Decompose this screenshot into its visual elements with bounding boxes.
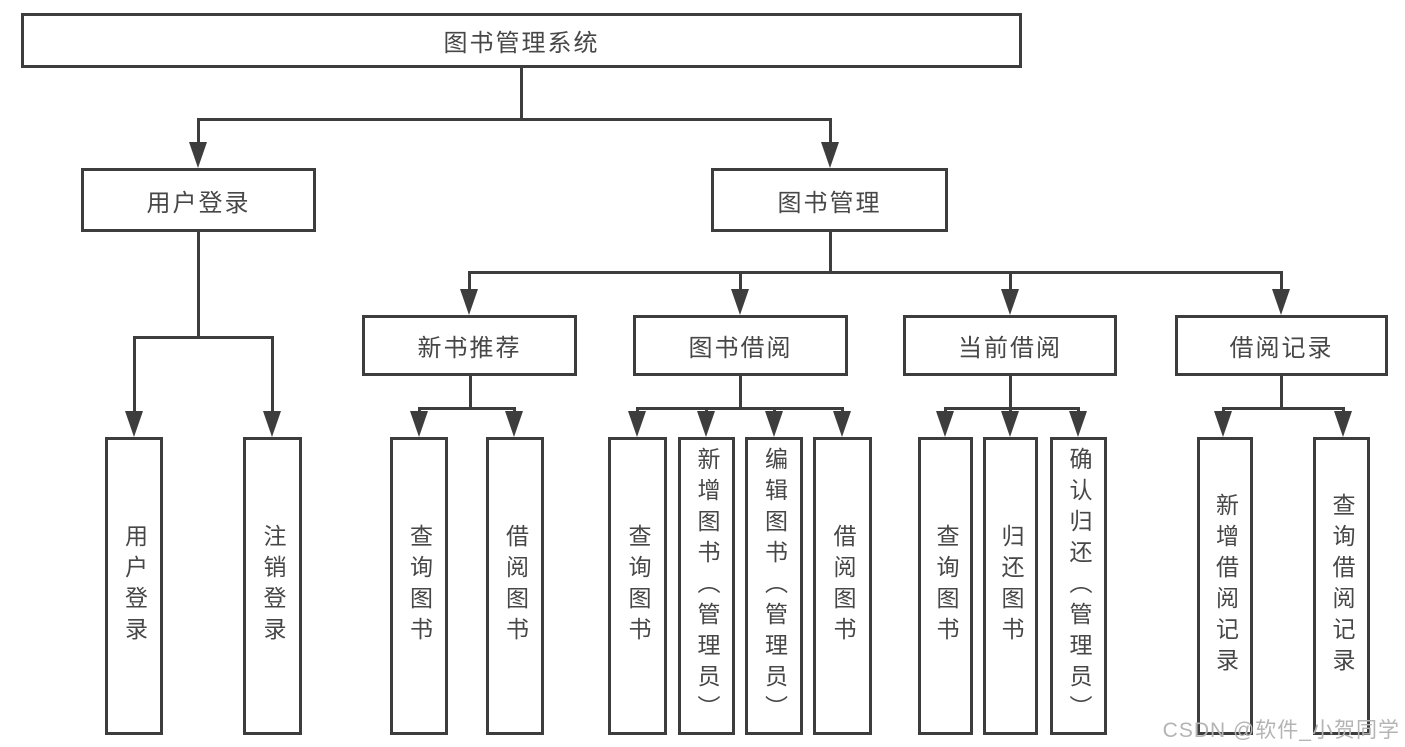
arrow-head-icon (1334, 411, 1352, 437)
arrow-head-icon (936, 411, 954, 437)
node-label: 确认归还（管理员） (1066, 446, 1092, 726)
node-label: 新书推荐 (417, 335, 522, 362)
connector-bar (635, 407, 844, 410)
connector-stem (519, 68, 523, 121)
node-label: 归还图书 (998, 524, 1024, 648)
arrow-head-icon (697, 411, 715, 437)
node-label: 用户登录 (146, 189, 251, 217)
node-label: 查询图书 (625, 524, 651, 648)
connector-bar (196, 118, 832, 121)
arrow-head-icon (189, 142, 207, 168)
arrow-head-icon (460, 289, 478, 315)
node-label: 新增借阅记录 (1212, 493, 1239, 679)
node-book-management-module: 图书管理 (711, 168, 948, 232)
arrow-head-icon (628, 411, 646, 437)
node-leaf-query-books-recommend: 查询图书 (390, 437, 448, 735)
arrow-head-icon (821, 142, 839, 168)
connector-stem (828, 232, 832, 274)
node-label: 图书管理系统 (443, 30, 600, 57)
node-label: 新增图书（管理员） (694, 446, 720, 726)
connector-bar (467, 271, 1283, 274)
node-label: 编辑图书（管理员） (761, 446, 788, 726)
connector-bar (417, 407, 516, 410)
node-current-borrowing: 当前借阅 (903, 315, 1117, 376)
node-label: 图书管理 (777, 189, 882, 217)
connector-bar (1221, 407, 1345, 410)
connector-stem (196, 232, 200, 339)
node-label: 借阅记录 (1229, 335, 1334, 362)
arrow-head-icon (505, 411, 523, 437)
node-label: 查询图书 (406, 524, 433, 648)
node-label: 借阅图书 (502, 524, 529, 648)
node-label: 图书借阅 (688, 335, 793, 362)
node-label: 查询借阅记录 (1329, 493, 1355, 679)
node-label: 查询图书 (933, 524, 959, 648)
arrow-head-icon (765, 411, 783, 437)
node-system-root: 图书管理系统 (21, 13, 1022, 68)
connector-arrow-shaft (132, 336, 136, 415)
arrow-head-icon (410, 411, 428, 437)
arrow-head-icon (1001, 411, 1019, 437)
connector-stem (1279, 376, 1283, 410)
node-label: 当前借阅 (958, 335, 1062, 362)
node-leaf-borrow-books-recommend: 借阅图书 (486, 437, 544, 735)
node-leaf-user-login: 用户登录 (105, 437, 163, 735)
node-borrowing-records: 借阅记录 (1175, 315, 1388, 376)
connector-stem (468, 376, 472, 410)
node-leaf-borrow-books-borrowing: 借阅图书 (813, 437, 872, 735)
connector-bar (132, 336, 274, 339)
arrow-head-icon (1214, 411, 1232, 437)
arrow-head-icon (731, 289, 749, 315)
connector-stem (1008, 376, 1012, 410)
arrow-head-icon (1001, 289, 1019, 315)
node-leaf-logout: 注销登录 (243, 437, 302, 735)
connector-arrow-shaft (467, 271, 471, 293)
node-leaf-edit-books-admin: 编辑图书（管理员） (745, 437, 803, 735)
connector-arrow-shaft (738, 271, 742, 293)
node-label: 用户登录 (121, 524, 148, 648)
node-new-book-recommend: 新书推荐 (362, 315, 577, 376)
node-book-borrowing: 图书借阅 (633, 315, 848, 376)
node-user-login-module: 用户登录 (81, 168, 316, 232)
node-leaf-add-books-admin: 新增图书（管理员） (678, 437, 735, 735)
node-leaf-return-books: 归还图书 (983, 437, 1038, 735)
arrow-head-icon (833, 411, 851, 437)
connector-arrow-shaft (828, 118, 832, 146)
connector-arrow-shaft (1008, 271, 1012, 293)
arrow-head-icon (263, 411, 281, 437)
arrow-head-icon (1069, 411, 1087, 437)
connector-arrow-shaft (270, 336, 274, 415)
arrow-head-icon (1272, 289, 1290, 315)
node-leaf-query-books-current: 查询图书 (918, 437, 973, 735)
connector-arrow-shaft (196, 118, 200, 146)
node-leaf-add-borrow-record: 新增借阅记录 (1197, 437, 1253, 735)
arrow-head-icon (125, 411, 143, 437)
connector-arrow-shaft (1279, 271, 1283, 293)
node-label: 注销登录 (260, 524, 286, 648)
node-leaf-query-books-borrowing: 查询图书 (608, 437, 667, 735)
node-leaf-query-borrow-record: 查询借阅记录 (1313, 437, 1370, 735)
watermark: CSDN @软件_小贺同学 (1162, 719, 1400, 742)
connector-bar (943, 407, 1080, 410)
node-label: 借阅图书 (830, 524, 856, 648)
connector-stem (738, 376, 742, 410)
node-leaf-confirm-return-admin: 确认归还（管理员） (1050, 437, 1107, 735)
